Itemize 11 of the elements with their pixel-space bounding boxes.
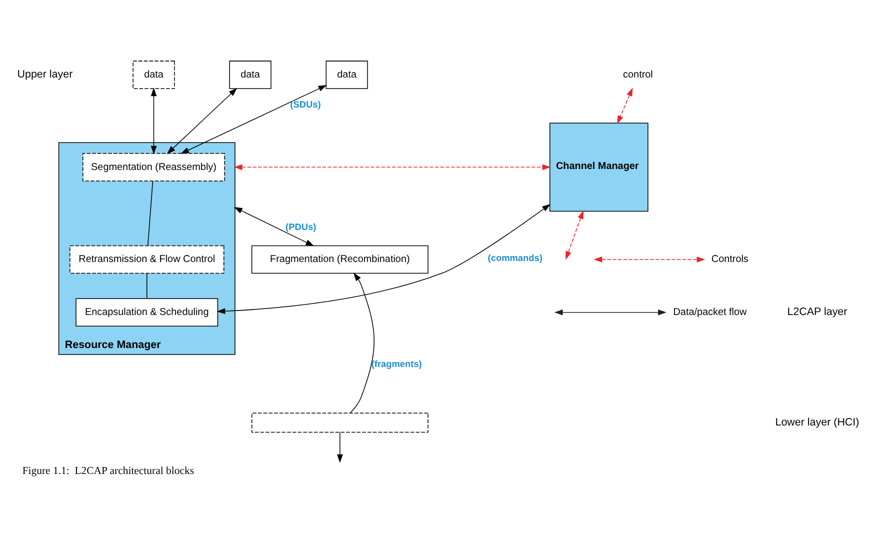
label: Upper layer [17, 68, 73, 80]
caption: Figure 1.1: L2CAP architectural blocks [22, 464, 194, 476]
edge-label: (commands) [488, 252, 542, 263]
label: Lower layer (HCI) [775, 416, 860, 428]
legend-label: Data/packet flow [673, 306, 747, 318]
edge-label: (PDUs) [286, 222, 316, 232]
node-text: control [623, 68, 653, 80]
label: L2CAP layer [787, 306, 848, 318]
edge-label: (fragments) [371, 358, 422, 369]
edge-label: (SDUs) [290, 98, 321, 109]
legend-label: Controls [711, 254, 748, 265]
